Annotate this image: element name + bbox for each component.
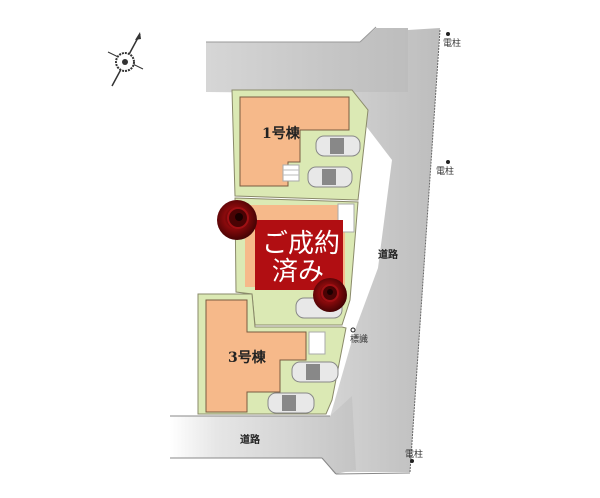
north-arrow-icon bbox=[107, 32, 144, 87]
svg-text:電柱: 電柱 bbox=[436, 165, 454, 177]
rose-icon bbox=[217, 200, 257, 240]
road-east-label: 道路 bbox=[378, 248, 399, 261]
house-3 bbox=[205, 299, 307, 413]
car-icon bbox=[291, 361, 339, 383]
lot-1[interactable]: 1号棟 bbox=[231, 89, 369, 201]
stairs-icon bbox=[282, 164, 300, 182]
utility-pole-marker: 電柱 bbox=[405, 448, 423, 463]
lot-3-label: 3号棟 bbox=[228, 349, 267, 366]
utility-pole-marker: 電柱 bbox=[436, 160, 454, 177]
svg-text:電柱: 電柱 bbox=[443, 37, 461, 49]
road-sign-marker: 標識 bbox=[350, 327, 368, 345]
car-icon bbox=[307, 166, 353, 188]
svg-text:電柱: 電柱 bbox=[405, 448, 423, 460]
sold-line-2: 済み bbox=[272, 257, 324, 287]
car-icon bbox=[315, 135, 361, 157]
road-east bbox=[320, 28, 441, 473]
car-icon bbox=[267, 392, 315, 414]
house-1 bbox=[239, 96, 350, 187]
svg-text:標識: 標識 bbox=[350, 333, 368, 345]
stairs-icon bbox=[308, 331, 326, 355]
sold-line-1: ご成約 bbox=[262, 229, 340, 259]
rose-icon bbox=[313, 278, 347, 312]
lot-3[interactable]: 3号棟 bbox=[197, 293, 347, 415]
road-south-label: 道路 bbox=[240, 433, 261, 446]
utility-pole-marker: 電柱 bbox=[443, 32, 461, 49]
lot-1-label: 1号棟 bbox=[262, 125, 301, 142]
road-south bbox=[170, 396, 411, 475]
road-north bbox=[206, 26, 440, 94]
